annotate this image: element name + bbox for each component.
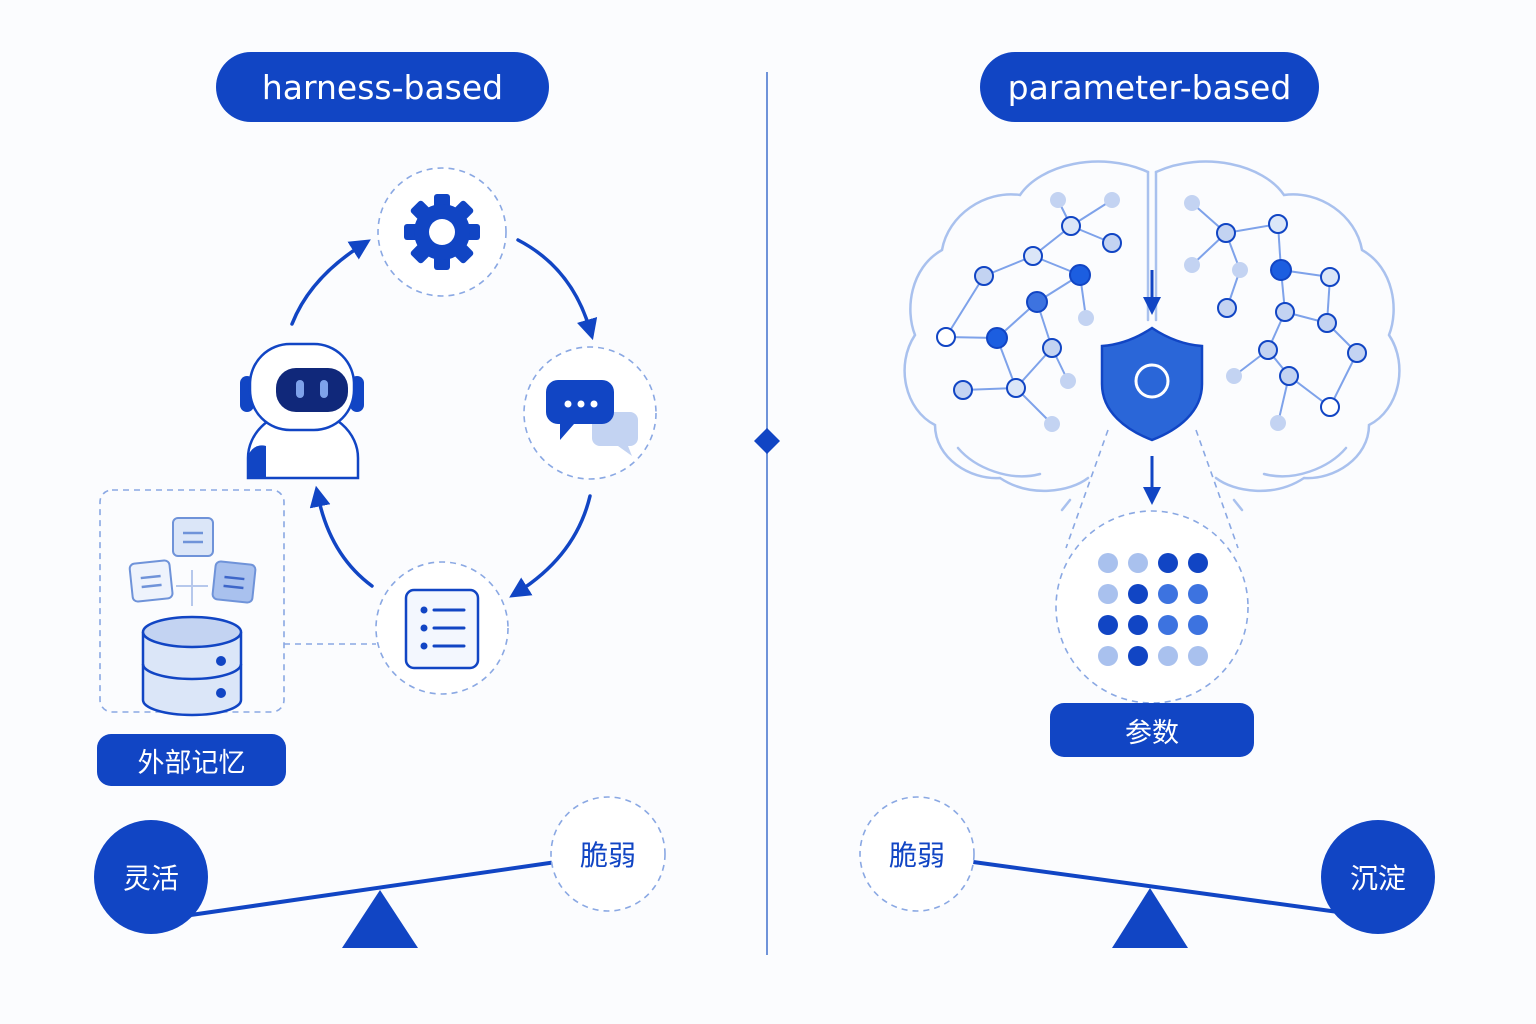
database-icon — [141, 615, 243, 717]
settled-label: 沉淀 — [1349, 862, 1406, 895]
plus-icon — [176, 570, 208, 606]
external-memory-label: 外部记忆 — [137, 747, 246, 779]
harness-title-pill-bg — [216, 52, 549, 122]
param-grid-icon — [1055, 510, 1249, 704]
external-memory-box — [99, 489, 376, 717]
guide-lines — [1065, 429, 1239, 549]
shield-icon — [1100, 270, 1204, 505]
left-balance — [94, 796, 666, 948]
list-node — [375, 561, 509, 695]
parameter-based-title: parameter-based — [1007, 67, 1292, 107]
right-balance — [859, 796, 1435, 948]
chat-icon — [546, 380, 638, 456]
gear-icon — [404, 194, 480, 270]
memory-label-bg — [97, 734, 286, 786]
fragile-label-left: 脆弱 — [579, 839, 636, 872]
note-icon — [211, 560, 257, 604]
chat-node — [523, 346, 657, 480]
harness-based-title: harness-based — [261, 67, 504, 107]
network-nodes — [936, 192, 1367, 432]
note-icon — [128, 559, 174, 603]
params-label-bg — [1050, 703, 1254, 757]
list-icon — [404, 588, 480, 670]
parameters-label: 参数 — [1125, 717, 1179, 749]
parameter-title-pill-bg — [980, 52, 1319, 122]
gear-node — [377, 167, 507, 297]
brain-network-icon — [903, 160, 1401, 512]
robot-icon — [240, 342, 364, 480]
flexible-label: 灵活 — [122, 862, 179, 895]
center-divider — [754, 72, 780, 955]
note-icon — [172, 517, 214, 557]
loop-arrows — [290, 238, 598, 598]
fragile-label-right: 脆弱 — [888, 839, 945, 872]
